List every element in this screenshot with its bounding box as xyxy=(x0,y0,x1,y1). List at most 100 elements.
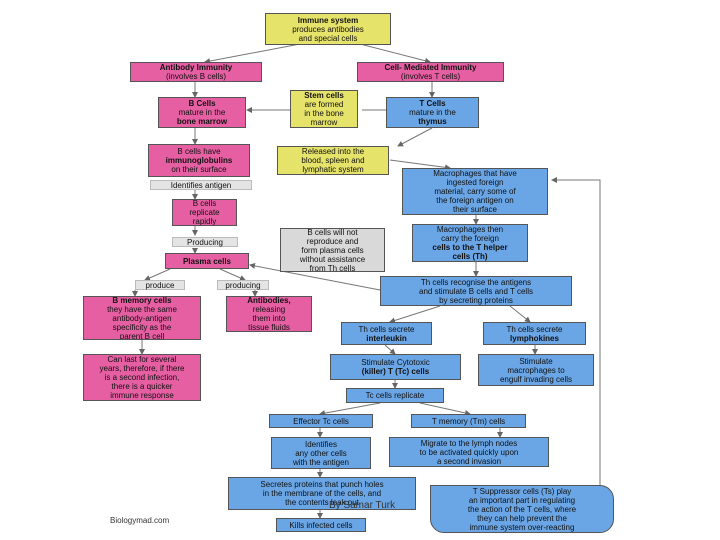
box-line: B cells xyxy=(192,199,217,208)
box-line: replicate xyxy=(189,208,220,217)
box-line: rapidly xyxy=(192,217,217,226)
box-line: any other cells xyxy=(295,448,347,458)
box-line: their surface xyxy=(452,205,498,214)
box-line: Can last for several xyxy=(107,355,177,364)
box-line: marrow xyxy=(310,118,338,127)
label-produce: produce xyxy=(135,280,185,290)
box-line: Stem cells xyxy=(304,91,344,100)
box-line: Antibodies, xyxy=(247,296,291,305)
credit-biologymad: Biologymad.com xyxy=(110,516,170,525)
box-line: mature in the xyxy=(409,108,456,117)
box-line: B cells will not xyxy=(307,228,358,237)
box-line: specificity as the xyxy=(112,322,172,332)
box-line: Th cells secrete xyxy=(506,324,563,334)
box-line: Macrophages that have xyxy=(433,169,517,178)
box-line: and stimulate B cells and T cells xyxy=(419,286,533,296)
box-line: interleukin xyxy=(366,333,407,343)
box-line: by secreting proteins xyxy=(439,295,513,305)
box-line: in the membrane of the cells, and xyxy=(262,489,382,498)
box-kills-infected: Kills infected cells xyxy=(276,518,366,532)
box-line: Secretes proteins that punch holes xyxy=(260,480,384,489)
box-line: they can help prevent the xyxy=(477,513,567,523)
box-line: with the antigen xyxy=(292,457,350,467)
box-line: immunoglobulins xyxy=(165,156,233,165)
box-line: parent B cell xyxy=(119,331,165,340)
box-cell-mediated-immunity: Cell- Mediated Immunity(involves T cells… xyxy=(357,62,504,82)
box-line: engulf invading cells xyxy=(499,374,573,384)
box-line: thymus xyxy=(418,117,447,126)
box-line: (killer) T (Tc) cells xyxy=(361,367,430,376)
box-line: and special cells xyxy=(298,33,358,43)
box-line: Macrophages then xyxy=(436,225,504,234)
box-line: T memory (Tm) cells xyxy=(431,416,506,426)
box-line: material, carry some of xyxy=(434,187,516,196)
box-line: (involves T cells) xyxy=(400,72,461,81)
box-line: to be activated quickly upon xyxy=(419,447,519,457)
box-line: in the bone xyxy=(304,109,344,118)
box-t-memory: T memory (Tm) cells xyxy=(411,414,526,428)
box-line: Effector Tc cells xyxy=(293,416,349,426)
box-stimulate-tc: Stimulate Cytotoxic(killer) T (Tc) cells xyxy=(330,354,461,380)
box-line: lymphokines xyxy=(510,333,559,343)
box-line: without assistance xyxy=(299,254,366,264)
box-line: (involves B cells) xyxy=(165,72,226,81)
box-line: Tc cells replicate xyxy=(365,391,425,400)
author-name: By Samar Turk xyxy=(329,500,396,511)
box-line: there is a quicker xyxy=(111,382,173,391)
box-line: tissue fluids xyxy=(248,323,290,332)
box-line: macrophages to xyxy=(507,365,565,375)
box-line: cells (Th) xyxy=(452,252,488,261)
box-line: immune system over-reacting xyxy=(469,522,575,532)
box-line: Th cells recognise the antigens xyxy=(420,277,532,287)
box-line: releasing xyxy=(252,305,286,314)
box-line: form plasma cells xyxy=(301,245,364,255)
box-line: T Suppressor cells (Ts) play xyxy=(472,486,572,496)
box-effector-tc: Effector Tc cells xyxy=(269,414,373,428)
box-line: on their surface xyxy=(171,165,227,174)
box-line: Cell- Mediated Immunity xyxy=(384,63,477,72)
label-producing: Producing xyxy=(172,237,238,247)
box-line: the foreign antigen on xyxy=(436,196,514,205)
box-line: a second invasion xyxy=(436,456,502,466)
box-line: are formed xyxy=(304,100,344,109)
box-line: Migrate to the lymph nodes xyxy=(420,438,518,448)
box-line: Plasma cells xyxy=(182,256,232,266)
box-line: Released into the xyxy=(301,147,365,156)
label-producing-2: producing xyxy=(217,280,269,290)
box-line: lymphatic system xyxy=(302,165,364,174)
label-identifies-antigen: Identifies antigen xyxy=(150,180,252,190)
box-plasma-cells: Plasma cells xyxy=(165,253,249,269)
box-line: from Th cells xyxy=(309,263,356,272)
box-line: antibody-antigen xyxy=(112,313,172,323)
box-line: Stimulate xyxy=(519,356,553,366)
box-line: mature in the xyxy=(178,108,226,117)
box-line: the contents leak out xyxy=(285,498,359,507)
box-line: produces antibodies xyxy=(292,24,364,34)
box-line: is a second infection, xyxy=(104,373,180,382)
box-tc-replicate: Tc cells replicate xyxy=(346,388,444,403)
box-line: ingested foreign xyxy=(446,178,504,187)
box-line: T Cells xyxy=(419,99,446,108)
box-line: years, therefore, if there xyxy=(99,364,185,373)
box-line: reproduce and xyxy=(306,236,359,246)
box-line: cells to the T helper xyxy=(432,243,508,252)
box-line: them into xyxy=(252,314,286,323)
box-line: they have the same xyxy=(107,304,177,314)
